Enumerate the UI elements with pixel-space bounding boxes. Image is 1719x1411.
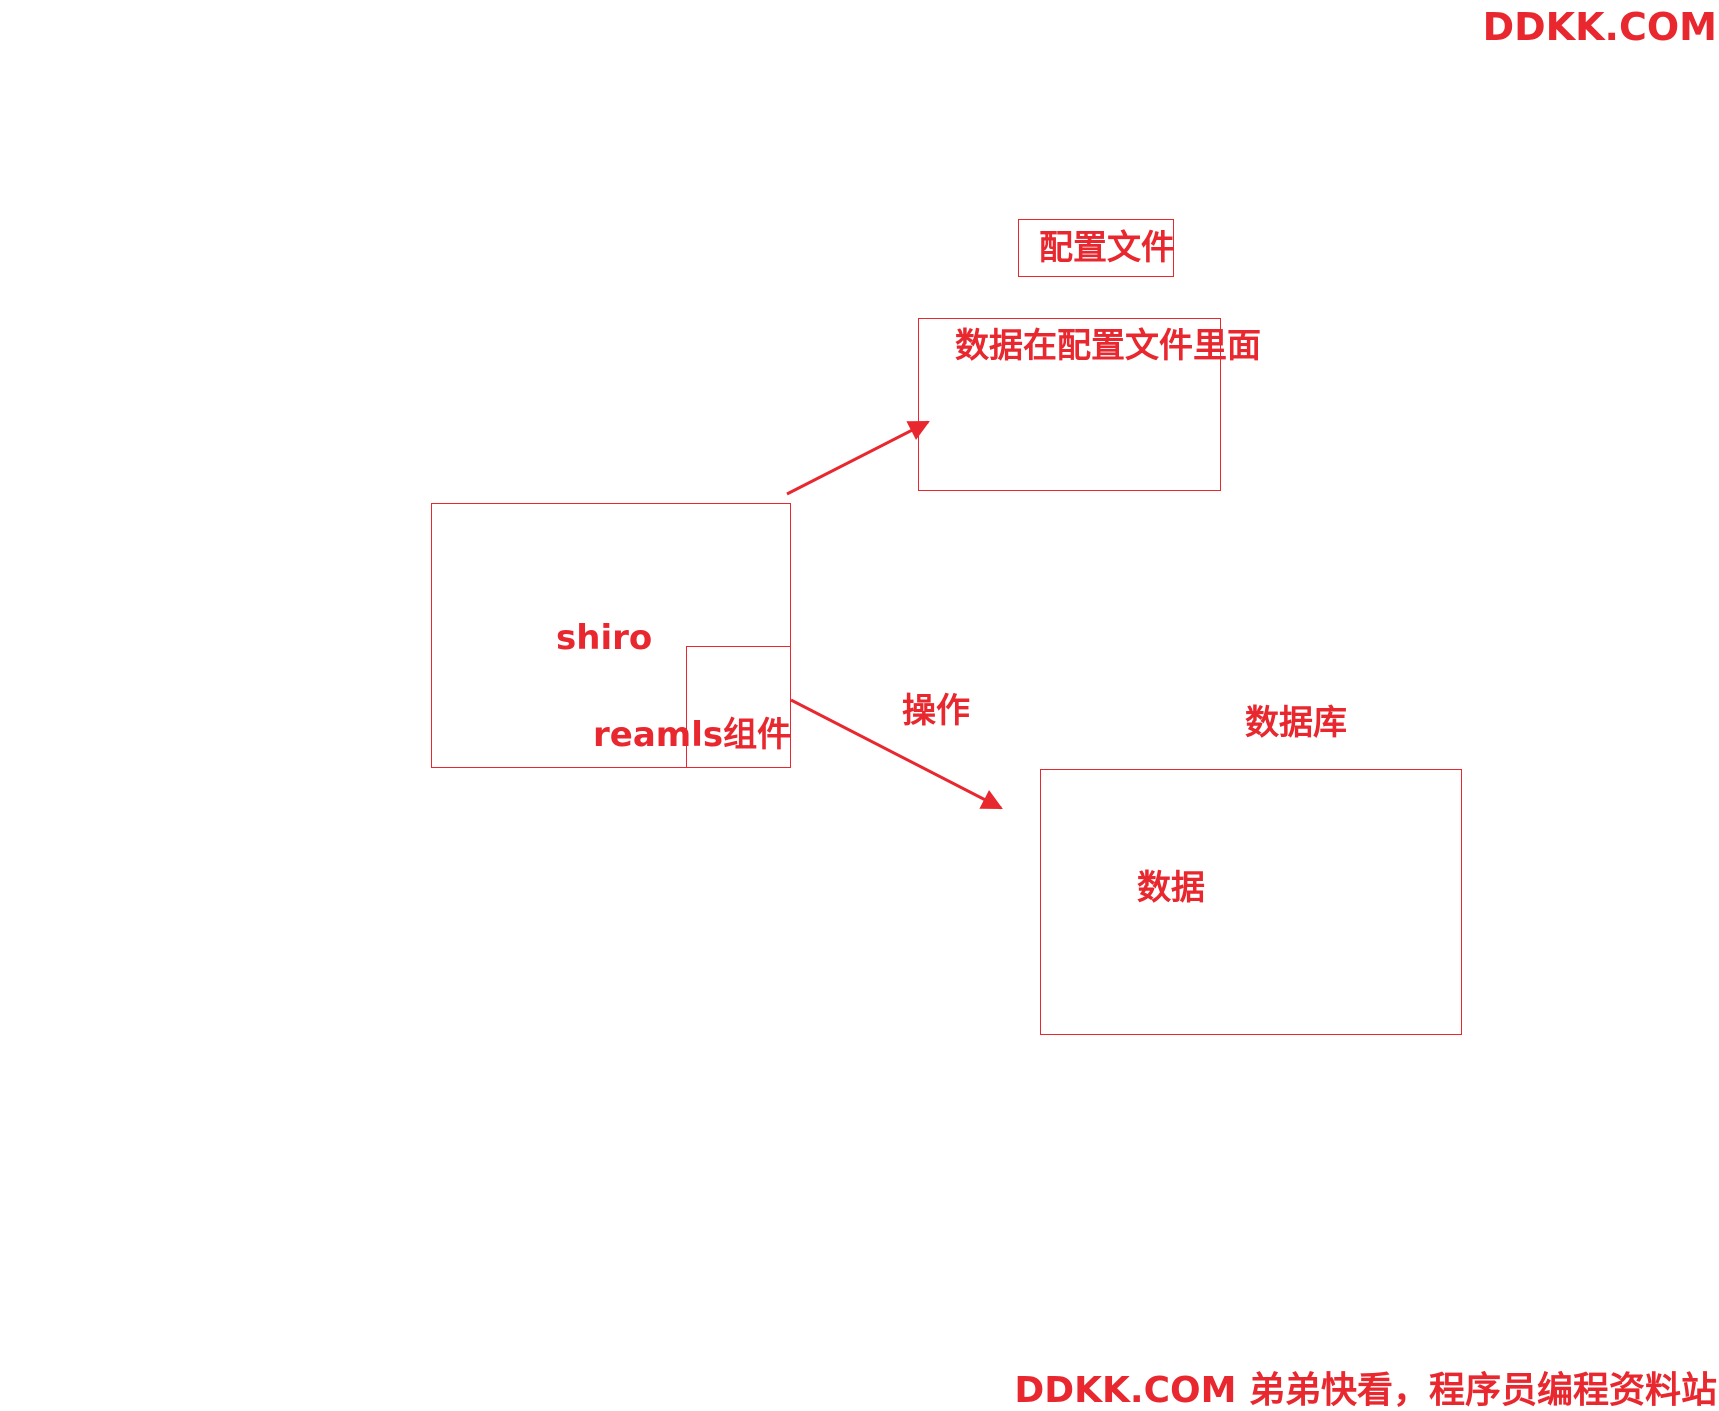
watermark-top: DDKK.COM — [1482, 5, 1717, 49]
operate-label: 操作 — [902, 691, 970, 731]
config-data-box — [918, 318, 1221, 491]
database-title: 数据库 — [1245, 703, 1347, 743]
database-data-label: 数据 — [1137, 868, 1205, 908]
config-data-label: 数据在配置文件里面 — [955, 326, 1261, 366]
database-box — [1040, 769, 1462, 1035]
watermark-bottom: DDKK.COM 弟弟快看，程序员编程资料站 — [1014, 1370, 1717, 1411]
config-file-title: 配置文件 — [1039, 228, 1175, 268]
realms-box — [686, 646, 791, 768]
shiro-label: shiro — [556, 618, 653, 658]
shiro-box — [431, 503, 791, 768]
arrow-to-database — [790, 698, 1003, 810]
config-file-title-box — [1018, 219, 1174, 277]
realms-label: reamls组件 — [593, 715, 792, 755]
arrow-to-config — [786, 420, 930, 496]
